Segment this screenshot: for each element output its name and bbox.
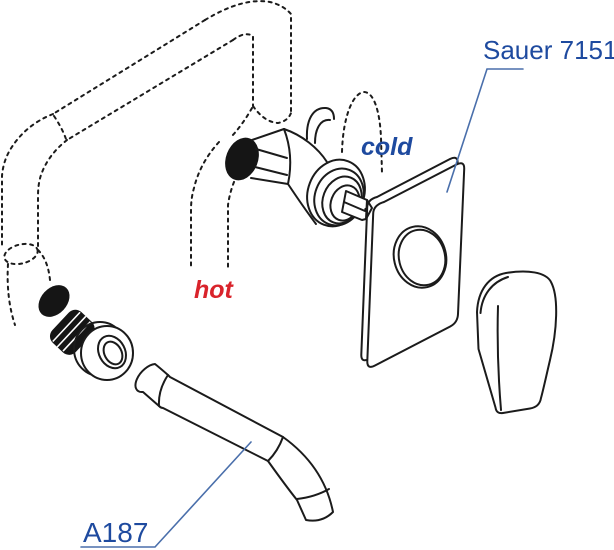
handle-dome-inner-arc — [479, 276, 509, 314]
wall-plate-group — [360, 156, 466, 368]
handle-silhouette — [476, 270, 558, 415]
pipe-to-gasket-arc-dashed — [37, 249, 51, 281]
hot-label: hot — [194, 276, 235, 304]
thread-groove-1 — [52, 311, 81, 343]
cold-pipe-valve-opening-dashed — [252, 105, 292, 125]
pipe-bend-outer-dashed — [1, 113, 54, 247]
spout-group — [134, 363, 334, 522]
cold-supply-elbow-outer-dashed — [204, 0, 292, 114]
model-leader-line — [446, 68, 524, 193]
hot-supply-pipe-right-dashed — [227, 174, 238, 269]
plate-hole-outer — [392, 225, 448, 289]
handle-front-edge — [496, 305, 502, 411]
cartridge-end-cap — [225, 137, 259, 181]
spout-bend-joint-lower — [296, 488, 330, 500]
pipe-bend-inner-dashed — [37, 139, 68, 249]
labels-group: Sauer 7151 cold hot A187 — [83, 35, 614, 548]
cold-label: cold — [361, 133, 413, 161]
cartridge-hex-facet-a — [255, 148, 288, 159]
leader-lines — [80, 68, 524, 548]
cartridge-hex-top-edge — [251, 128, 285, 141]
wall-plate-front — [366, 162, 466, 368]
spout-step-arc — [157, 374, 169, 407]
cartridge-body-bottom — [287, 183, 317, 225]
valve-housing-arch-dashed — [341, 90, 383, 174]
flange-nut-hole-inner — [102, 340, 124, 366]
handle-group — [476, 270, 558, 415]
pipe-elbow-lower-arc-dashed — [6, 263, 16, 326]
plate-hole-inner — [397, 228, 447, 287]
pipe-bend-inner-corner-dashed — [53, 115, 67, 140]
model-label: Sauer 7151 — [483, 35, 614, 65]
spout-leader-line — [80, 441, 252, 548]
spout-code-label: A187 — [83, 517, 148, 548]
valve-top-port-outer — [305, 106, 335, 140]
valve-top-port-inner — [314, 118, 331, 144]
diagonal-pipe-bottom-dashed — [66, 39, 234, 141]
spout-bend-joint-upper — [267, 436, 284, 462]
flange-nut-hole-outer — [97, 334, 127, 370]
spout-wall-fittings — [38, 285, 134, 381]
cartridge-hex-boundary — [283, 128, 292, 185]
hot-supply-pipe-left-dashed — [190, 141, 220, 269]
cartridge-hex-bottom-edge — [250, 177, 289, 185]
cold-pipe-left-curl-dashed — [231, 107, 253, 137]
cold-supply-elbow-inner-dashed — [232, 33, 254, 107]
thread-groove-2 — [56, 315, 87, 348]
cartridge-assembly — [225, 106, 373, 228]
rubber-gasket — [38, 285, 70, 317]
hidden-plumbing-group — [1, 0, 383, 326]
cartridge-body-top — [283, 128, 328, 163]
cartridge-hex-facet-b — [254, 166, 288, 176]
cartridge-stem-edge — [343, 201, 366, 212]
diagonal-pipe-top-dashed — [52, 19, 206, 115]
